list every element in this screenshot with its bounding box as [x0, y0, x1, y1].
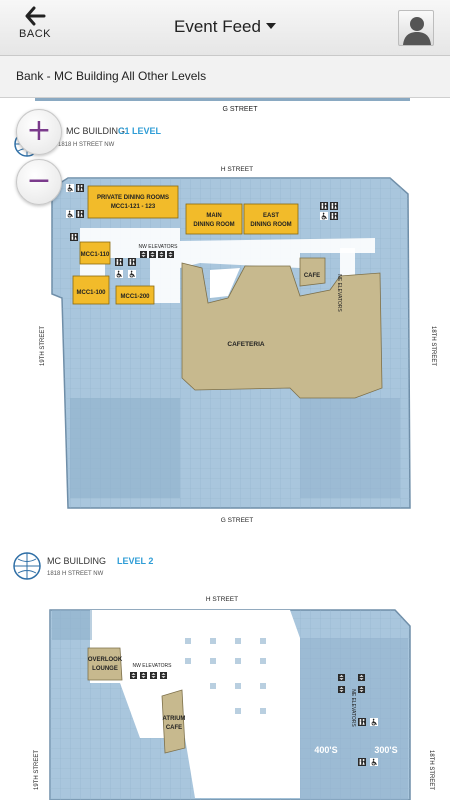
restroom-icon [76, 184, 84, 192]
cafe-label: CAFE [304, 273, 320, 279]
elevator-icon [158, 251, 165, 258]
c1-west-street: 19TH STREET [40, 326, 46, 366]
elevator-icon [338, 674, 345, 681]
east-dining-label-2: DINING ROOM [250, 222, 291, 228]
restroom-icon [115, 258, 123, 266]
l2-level-label: LEVEL 2 [117, 556, 153, 566]
elevator-icon [358, 674, 365, 681]
l2-ne-elevators-label: NE ELEVATORS [350, 689, 356, 727]
back-label: BACK [19, 28, 51, 40]
wheelchair-icon [370, 758, 378, 766]
wheelchair-icon [128, 270, 136, 278]
main-dining-label-2: DINING ROOM [193, 222, 234, 228]
atrium-label-1: ATRIUM [163, 716, 186, 722]
l2-nw-elevators-label: NW ELEVATORS [133, 663, 173, 669]
elevator-icon [150, 672, 157, 679]
top-street-label: G STREET [222, 106, 258, 113]
wheelchair-icon [320, 212, 328, 220]
wheelchair-icon [370, 718, 378, 726]
mcc1-200-label: MCC1-200 [120, 294, 150, 300]
c1-level-map: MC BUILDING C1 LEVEL 1818 H STREET NW H … [14, 126, 436, 524]
zoom-out-icon: − [26, 163, 52, 198]
floor-map-viewport[interactable]: G STREET MC BUILDING C1 LEVEL 1818 H STR… [0, 98, 450, 800]
elevator-icon [140, 672, 147, 679]
l2-address-label: 1818 H STREET NW [47, 571, 104, 577]
elevator-icon [149, 251, 156, 258]
level-2-map: MC BUILDING LEVEL 2 1818 H STREET NW H S… [13, 552, 434, 800]
atrium-columns [185, 638, 266, 714]
elevator-icon [167, 251, 174, 258]
back-button[interactable]: BACK [10, 6, 60, 50]
l2-east-street: 18TH STREET [428, 750, 434, 790]
private-dining-label: PRIVATE DINING ROOMS [97, 195, 169, 201]
c1-building-label: MC BUILDING [66, 126, 125, 136]
arrow-left-icon [25, 6, 46, 26]
app-header: BACK Event Feed [0, 0, 450, 56]
zoom-in-button[interactable]: + [16, 109, 62, 155]
caret-down-icon [265, 22, 276, 29]
overlook-label-2: LOUNGE [92, 666, 118, 672]
user-avatar-icon [403, 17, 431, 45]
user-avatar-button[interactable] [398, 10, 434, 46]
elevator-icon [338, 686, 345, 693]
elevator-icon [358, 686, 365, 693]
c1-north-street: H STREET [221, 166, 253, 173]
mcc1-110-label: MCC1-110 [81, 252, 110, 258]
c1-east-street: 18TH STREET [430, 326, 436, 366]
restroom-icon [320, 202, 328, 210]
east-dining-label-1: EAST [263, 213, 279, 219]
l2-building-label: MC BUILDING [47, 556, 106, 566]
location-title: Bank - MC Building All Other Levels [16, 69, 207, 83]
mcc1-100-label: MCC1-100 [76, 290, 106, 296]
c1-south-street: G STREET [221, 517, 254, 524]
wheelchair-icon [66, 184, 74, 192]
cafeteria-label: CAFETERIA [227, 341, 265, 348]
location-bar: Bank - MC Building All Other Levels [0, 56, 450, 98]
restroom-icon [128, 258, 136, 266]
restroom-icon [358, 718, 366, 726]
overlook-label-1: OVERLOOK [88, 657, 123, 663]
restroom-icon [330, 202, 338, 210]
c1-ne-elevators-label: NE ELEVATORS [336, 274, 342, 312]
header-title-area: Event Feed [0, 17, 450, 37]
restroom-icon [330, 212, 338, 220]
l2-north-street: H STREET [206, 596, 238, 603]
globe-icon [13, 552, 41, 580]
event-feed-dropdown[interactable]: Event Feed [174, 17, 276, 36]
c1-level-label: C1 LEVEL [118, 126, 162, 136]
elevator-icon [140, 251, 147, 258]
private-dining-rooms: MCC1-121 - 123 [111, 204, 156, 210]
elevator-icon [160, 672, 167, 679]
l2-west-street: 19TH STREET [34, 750, 40, 790]
page-title: Event Feed [174, 17, 261, 36]
block-400-label: 400'S [314, 745, 337, 755]
block-300-label: 300'S [374, 745, 397, 755]
c1-address-label: 1818 H STREET NW [58, 142, 115, 148]
restroom-icon [76, 210, 84, 218]
restroom-icon [358, 758, 366, 766]
floor-map: G STREET MC BUILDING C1 LEVEL 1818 H STR… [13, 98, 436, 800]
main-dining-label-1: MAIN [206, 213, 221, 219]
restroom-icon [70, 233, 78, 241]
c1-nw-elevators-label: NW ELEVATORS [139, 244, 179, 250]
wheelchair-icon [115, 270, 123, 278]
elevator-icon [130, 672, 137, 679]
atrium-label-2: CAFE [166, 725, 182, 731]
zoom-in-icon: + [26, 113, 52, 148]
previous-level-fragment: G STREET [35, 98, 410, 113]
wheelchair-icon [66, 210, 74, 218]
zoom-out-button[interactable]: − [16, 159, 62, 205]
